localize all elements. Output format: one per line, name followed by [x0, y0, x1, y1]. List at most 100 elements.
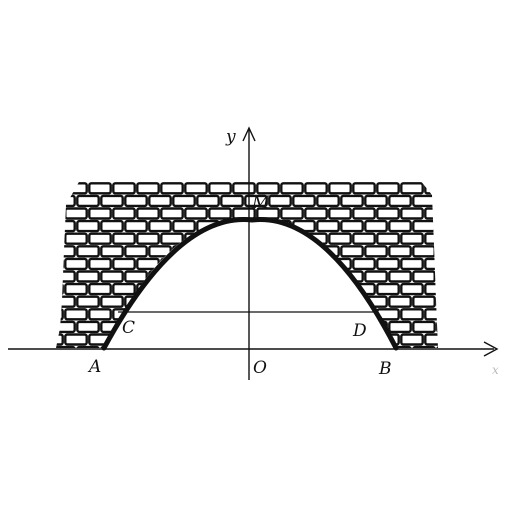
brick: [100, 219, 124, 233]
brick: [88, 257, 112, 271]
brick: [160, 207, 184, 220]
brick: [64, 282, 88, 296]
brick: [220, 295, 244, 308]
brick: [88, 282, 112, 296]
brick: [184, 257, 208, 271]
brick: [184, 207, 208, 220]
brick: [412, 194, 436, 208]
brick: [424, 257, 438, 271]
brick: [232, 333, 256, 346]
brick: [29, 196, 50, 206]
brick: [208, 182, 232, 195]
brick: [256, 308, 280, 321]
brick: [352, 308, 376, 321]
brick: [100, 194, 124, 208]
brick: [136, 232, 160, 245]
brick: [29, 221, 50, 231]
y-axis-label: y: [225, 127, 236, 147]
brick: [124, 270, 148, 283]
brick: [352, 182, 376, 195]
brick: [184, 182, 208, 195]
brick: [172, 320, 196, 334]
brick: [88, 232, 112, 245]
brick: [280, 232, 304, 245]
brick: [160, 308, 184, 321]
brick: [316, 194, 340, 208]
brick: [436, 295, 438, 308]
brick: [424, 333, 438, 346]
brick: [172, 295, 196, 308]
brick: [461, 246, 482, 256]
brick: [461, 272, 482, 282]
brick: [56, 333, 64, 346]
brick: [292, 320, 316, 334]
brick: [388, 219, 412, 233]
brick: [364, 270, 388, 283]
brick: [449, 259, 470, 269]
brick: [256, 282, 280, 296]
brick: [196, 245, 220, 258]
brick: [280, 182, 304, 195]
brick: [461, 221, 482, 231]
brick: [436, 194, 438, 208]
brick: [424, 182, 438, 195]
brick: [304, 282, 328, 296]
brick: [436, 320, 438, 334]
brick: [232, 257, 256, 271]
brick: [424, 207, 438, 220]
brick: [100, 270, 124, 283]
y-axis-arrow-icon: [242, 126, 256, 142]
point-label-m: M: [251, 193, 270, 213]
brick: [340, 194, 364, 208]
brick: [56, 245, 76, 258]
brick: [304, 207, 328, 220]
brick: [328, 282, 352, 296]
brick: [328, 308, 352, 321]
brick: [56, 182, 64, 195]
brick: [244, 194, 268, 208]
brick: [352, 207, 376, 220]
brick: [64, 232, 88, 245]
brick: [412, 270, 436, 283]
brick: [352, 232, 376, 245]
brick: [64, 333, 88, 346]
brick: [436, 270, 438, 283]
brick: [364, 245, 388, 258]
brick: [100, 295, 124, 308]
brick: [364, 219, 388, 233]
brick: [29, 246, 50, 256]
brick: [76, 194, 100, 208]
brick: [412, 345, 436, 348]
brick: [136, 333, 160, 346]
brick: [88, 182, 112, 195]
brick: [412, 295, 436, 308]
brick: [412, 219, 436, 233]
brick: [292, 194, 316, 208]
brick: [76, 345, 100, 348]
brick: [160, 182, 184, 195]
brick: [64, 182, 88, 195]
brick: [256, 257, 280, 271]
brick: [280, 257, 304, 271]
point-label-b: B: [378, 359, 392, 379]
brick: [136, 182, 160, 195]
brick: [461, 196, 482, 206]
brick: [256, 182, 280, 195]
point-label-a: A: [87, 357, 101, 377]
brick: [76, 295, 100, 308]
brick: [64, 308, 88, 321]
brick: [172, 270, 196, 283]
brick: [388, 245, 412, 258]
brick: [268, 295, 292, 308]
brick: [388, 345, 412, 348]
brick: [292, 245, 316, 258]
brick: [268, 270, 292, 283]
brick: [56, 270, 76, 283]
brick: [388, 270, 412, 283]
x-axis-label: x: [492, 363, 499, 377]
brick: [424, 232, 438, 245]
brick: [56, 257, 64, 271]
brick: [232, 232, 256, 245]
brick: [56, 282, 64, 296]
